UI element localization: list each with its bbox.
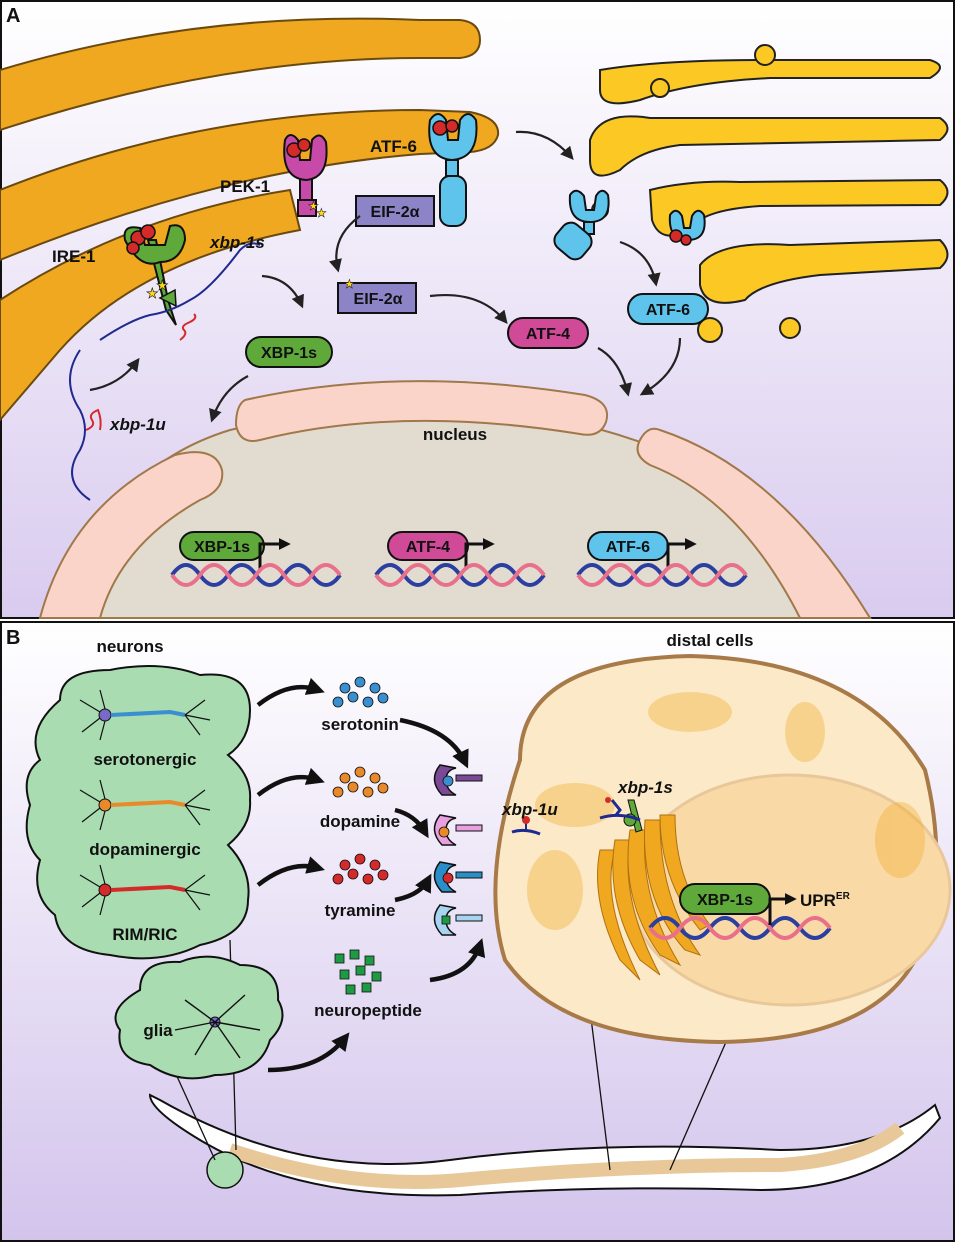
pek1-label: PEK-1 <box>220 177 270 196</box>
gene-atf4: ATF-4 <box>374 531 546 587</box>
distal-er <box>597 814 711 981</box>
worm <box>148 1093 942 1197</box>
atf6-golgi-transit <box>553 189 706 261</box>
svg-text:EIF-2α: EIF-2α <box>371 204 420 221</box>
rim-ric-label: RIM/RIC <box>112 925 177 944</box>
panel-a-letter: A <box>6 5 20 27</box>
dopaminergic-neuron: dopaminergic <box>79 779 211 859</box>
glia-label: glia <box>143 1021 173 1040</box>
neuropeptide-signal: neuropeptide <box>314 949 422 1020</box>
worm-nerve-ring <box>206 1151 244 1189</box>
neuropeptide-label: neuropeptide <box>314 1001 422 1020</box>
atf6-sensor: ATF-6 <box>370 113 478 227</box>
serotonin-label: serotonin <box>321 715 398 734</box>
xbp1s-protein-pill: XBP-1s <box>245 336 333 368</box>
xbp1s-mrna-label: xbp-1s <box>209 233 265 252</box>
glia-cluster: glia <box>114 955 284 1080</box>
receptors <box>433 764 483 936</box>
tyramine-label: tyramine <box>325 901 396 920</box>
ire1-phospho-star: ★ <box>156 277 169 293</box>
ire1-sensor: ★ ★ IRE-1 <box>52 224 187 326</box>
eif2a-box-top: EIF-2α <box>355 195 435 227</box>
eif2a-box-bottom: ★ EIF-2α <box>337 277 417 314</box>
serotonergic-label: serotonergic <box>94 750 197 769</box>
pek1-phospho-star: ★ <box>308 199 319 213</box>
atf6-cleaved-pill: ATF-6 <box>627 293 709 325</box>
svg-text:XBP-1s: XBP-1s <box>261 345 317 362</box>
distal-xbp1s-label: XBP-1s <box>697 892 753 909</box>
tyramine-signal: tyramine <box>325 853 396 920</box>
upr-label: UPRER <box>800 891 851 910</box>
xbp1u-mrna-label: xbp-1u <box>109 415 166 434</box>
svg-text:ATF-4: ATF-4 <box>526 326 570 343</box>
ire1-label: IRE-1 <box>52 247 95 266</box>
svg-text:ATF-6: ATF-6 <box>606 539 650 556</box>
neuron-cluster <box>25 665 252 960</box>
faded-organelles <box>527 692 925 930</box>
rim-ric-neuron: RIM/RIC <box>79 864 211 944</box>
neurons-title: neurons <box>96 637 163 656</box>
gene-atf6: ATF-6 <box>576 531 748 587</box>
svg-text:XBP-1s: XBP-1s <box>194 539 250 556</box>
ire1-phospho-star: ★ <box>146 285 159 301</box>
panel-b-letter: B <box>6 627 20 649</box>
nucleus-label: nucleus <box>423 425 487 444</box>
svg-text:ATF-4: ATF-4 <box>406 539 450 556</box>
xbp1u-label-b: xbp-1u <box>501 800 558 819</box>
eif2a-phospho-star: ★ <box>344 277 355 291</box>
dopaminergic-label: dopaminergic <box>89 840 200 859</box>
svg-text:ATF-6: ATF-6 <box>646 302 690 319</box>
dopamine-label: dopamine <box>320 812 400 831</box>
panel-a-arrows <box>89 130 682 423</box>
atf6-label: ATF-6 <box>370 137 417 156</box>
gene-xbp1s: XBP-1s <box>170 531 342 587</box>
distal-cell: XBP-1s UPRER xbp-1s xbp-1u <box>493 653 952 1045</box>
xbp1-mrna: xbp-1s xbp-1u <box>69 233 265 501</box>
panel-a: A nucleus <box>0 0 955 619</box>
svg-text:EIF-2α: EIF-2α <box>354 291 403 308</box>
dopamine-signal: dopamine <box>320 766 400 831</box>
serotonergic-neuron: serotonergic <box>79 689 211 769</box>
atf4-protein-pill: ATF-4 <box>507 317 589 349</box>
endoplasmic-reticulum <box>0 17 500 422</box>
pek1-sensor: ★ ★ PEK-1 <box>220 134 328 220</box>
pek1-phospho-star: ★ <box>316 206 327 220</box>
distal-cells-title: distal cells <box>667 631 754 650</box>
panel-b: B neurons distal cells serotonergic <box>0 621 955 1242</box>
serotonin-signal: serotonin <box>321 676 399 734</box>
xbp1s-label-b: xbp-1s <box>617 778 673 797</box>
